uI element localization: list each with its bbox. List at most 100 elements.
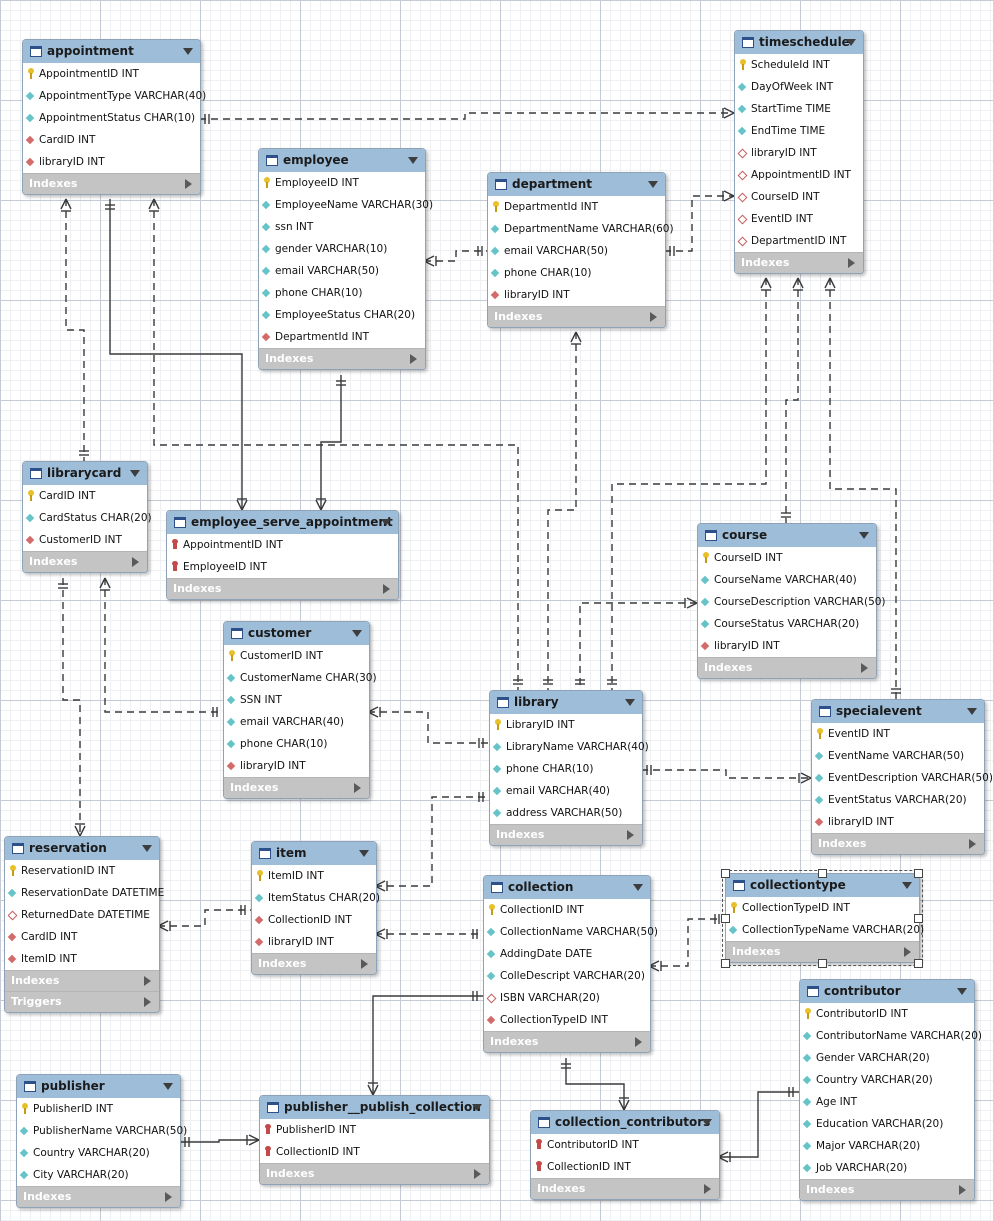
chevron-down-icon[interactable] [967, 708, 977, 715]
column-row[interactable]: CollectionID INT [252, 909, 376, 931]
column-row[interactable]: CourseID INT [735, 186, 863, 208]
column-row[interactable]: ItemID INT [5, 948, 159, 970]
section-indexes[interactable]: Indexes [735, 252, 863, 273]
section-indexes[interactable]: Indexes [698, 657, 876, 678]
column-row[interactable]: phone CHAR(10) [490, 758, 642, 780]
column-row[interactable]: CardID INT [5, 926, 159, 948]
table-header[interactable]: customer [224, 622, 369, 645]
column-row[interactable]: SSN INT [224, 689, 369, 711]
column-row[interactable]: CardStatus CHAR(20) [23, 507, 152, 529]
column-row[interactable]: CourseName VARCHAR(40) [698, 569, 876, 591]
column-row[interactable]: CustomerID INT [224, 645, 369, 667]
chevron-right-icon[interactable] [410, 354, 417, 364]
column-row[interactable]: ReturnedDate DATETIME [5, 904, 159, 926]
section-indexes[interactable]: Indexes [259, 348, 425, 369]
column-row[interactable]: DepartmentID INT [735, 230, 863, 252]
column-row[interactable]: PublisherName VARCHAR(50) [17, 1120, 187, 1142]
column-row[interactable]: AppointmentType VARCHAR(40) [23, 85, 206, 107]
column-row[interactable]: Age INT [800, 1091, 974, 1113]
column-row[interactable]: City VARCHAR(20) [17, 1164, 180, 1186]
column-row[interactable]: ScheduleId INT [735, 54, 863, 76]
column-row[interactable]: email VARCHAR(50) [259, 260, 425, 282]
column-row[interactable]: ItemStatus CHAR(20) [252, 887, 380, 909]
column-row[interactable]: libraryID INT [735, 142, 863, 164]
table-header[interactable]: timeschedule [735, 31, 863, 54]
table-header[interactable]: collection_contributors [531, 1111, 719, 1134]
resize-handle[interactable] [817, 869, 827, 878]
column-row[interactable]: EmployeeName VARCHAR(30) [259, 194, 433, 216]
chevron-right-icon[interactable] [627, 830, 634, 840]
section-indexes[interactable]: Indexes [488, 306, 665, 327]
resize-handle[interactable] [721, 869, 730, 878]
column-row[interactable]: phone CHAR(10) [224, 733, 369, 755]
column-row[interactable]: CourseID INT [698, 547, 876, 569]
table-header[interactable]: library [490, 691, 642, 714]
column-row[interactable]: AppointmentID INT [167, 534, 398, 556]
column-row[interactable]: email VARCHAR(40) [490, 780, 642, 802]
column-row[interactable]: address VARCHAR(50) [490, 802, 642, 824]
chevron-down-icon[interactable] [359, 850, 369, 857]
column-row[interactable]: libraryID INT [23, 151, 200, 173]
chevron-down-icon[interactable] [183, 48, 193, 55]
section-indexes[interactable]: Indexes [23, 551, 147, 572]
section-indexes[interactable]: Indexes [5, 970, 159, 991]
column-row[interactable]: CourseDescription VARCHAR(50) [698, 591, 886, 613]
table-header[interactable]: contributor [800, 980, 974, 1003]
column-row[interactable]: CourseStatus VARCHAR(20) [698, 613, 876, 635]
column-row[interactable]: PublisherID INT [17, 1098, 180, 1120]
chevron-down-icon[interactable] [142, 845, 152, 852]
table-header[interactable]: employee_serve_appointment [167, 511, 398, 534]
chevron-down-icon[interactable] [381, 519, 391, 526]
column-row[interactable]: CustomerID INT [23, 529, 147, 551]
column-row[interactable]: libraryID INT [488, 284, 665, 306]
chevron-right-icon[interactable] [144, 997, 151, 1007]
chevron-right-icon[interactable] [861, 663, 868, 673]
column-row[interactable]: CollectionTypeName VARCHAR(20) [726, 919, 924, 941]
table-header[interactable]: publisher [17, 1075, 180, 1098]
column-row[interactable]: AppointmentStatus CHAR(10) [23, 107, 200, 129]
chevron-down-icon[interactable] [957, 988, 967, 995]
table-header[interactable]: collection [484, 876, 650, 899]
column-row[interactable]: libraryID INT [698, 635, 876, 657]
column-row[interactable]: DepartmentId INT [259, 326, 425, 348]
chevron-right-icon[interactable] [354, 783, 361, 793]
column-row[interactable]: DayOfWeek INT [735, 76, 863, 98]
section-indexes[interactable]: Indexes [252, 953, 376, 974]
column-row[interactable]: libraryID INT [252, 931, 376, 953]
table-header[interactable]: department [488, 173, 665, 196]
column-row[interactable]: phone CHAR(10) [259, 282, 425, 304]
resize-handle[interactable] [721, 914, 730, 923]
column-row[interactable]: CollectionID INT [531, 1156, 719, 1178]
section-indexes[interactable]: Indexes [17, 1186, 180, 1207]
chevron-down-icon[interactable] [408, 157, 418, 164]
chevron-down-icon[interactable] [846, 39, 856, 46]
column-row[interactable]: ReservationDate DATETIME [5, 882, 164, 904]
column-row[interactable]: ContributorID INT [531, 1134, 719, 1156]
column-row[interactable]: EventID INT [812, 723, 984, 745]
section-indexes[interactable]: Indexes [726, 941, 919, 962]
section-indexes[interactable]: Indexes [23, 173, 200, 194]
resize-handle[interactable] [721, 959, 730, 968]
column-row[interactable]: Gender VARCHAR(20) [800, 1047, 974, 1069]
resize-handle[interactable] [817, 959, 827, 968]
column-row[interactable]: libraryID INT [812, 811, 984, 833]
table-header[interactable]: publisher__publish_collection [260, 1096, 489, 1119]
chevron-down-icon[interactable] [625, 699, 635, 706]
resize-handle[interactable] [914, 959, 923, 968]
chevron-down-icon[interactable] [633, 884, 643, 891]
chevron-right-icon[interactable] [904, 947, 911, 957]
